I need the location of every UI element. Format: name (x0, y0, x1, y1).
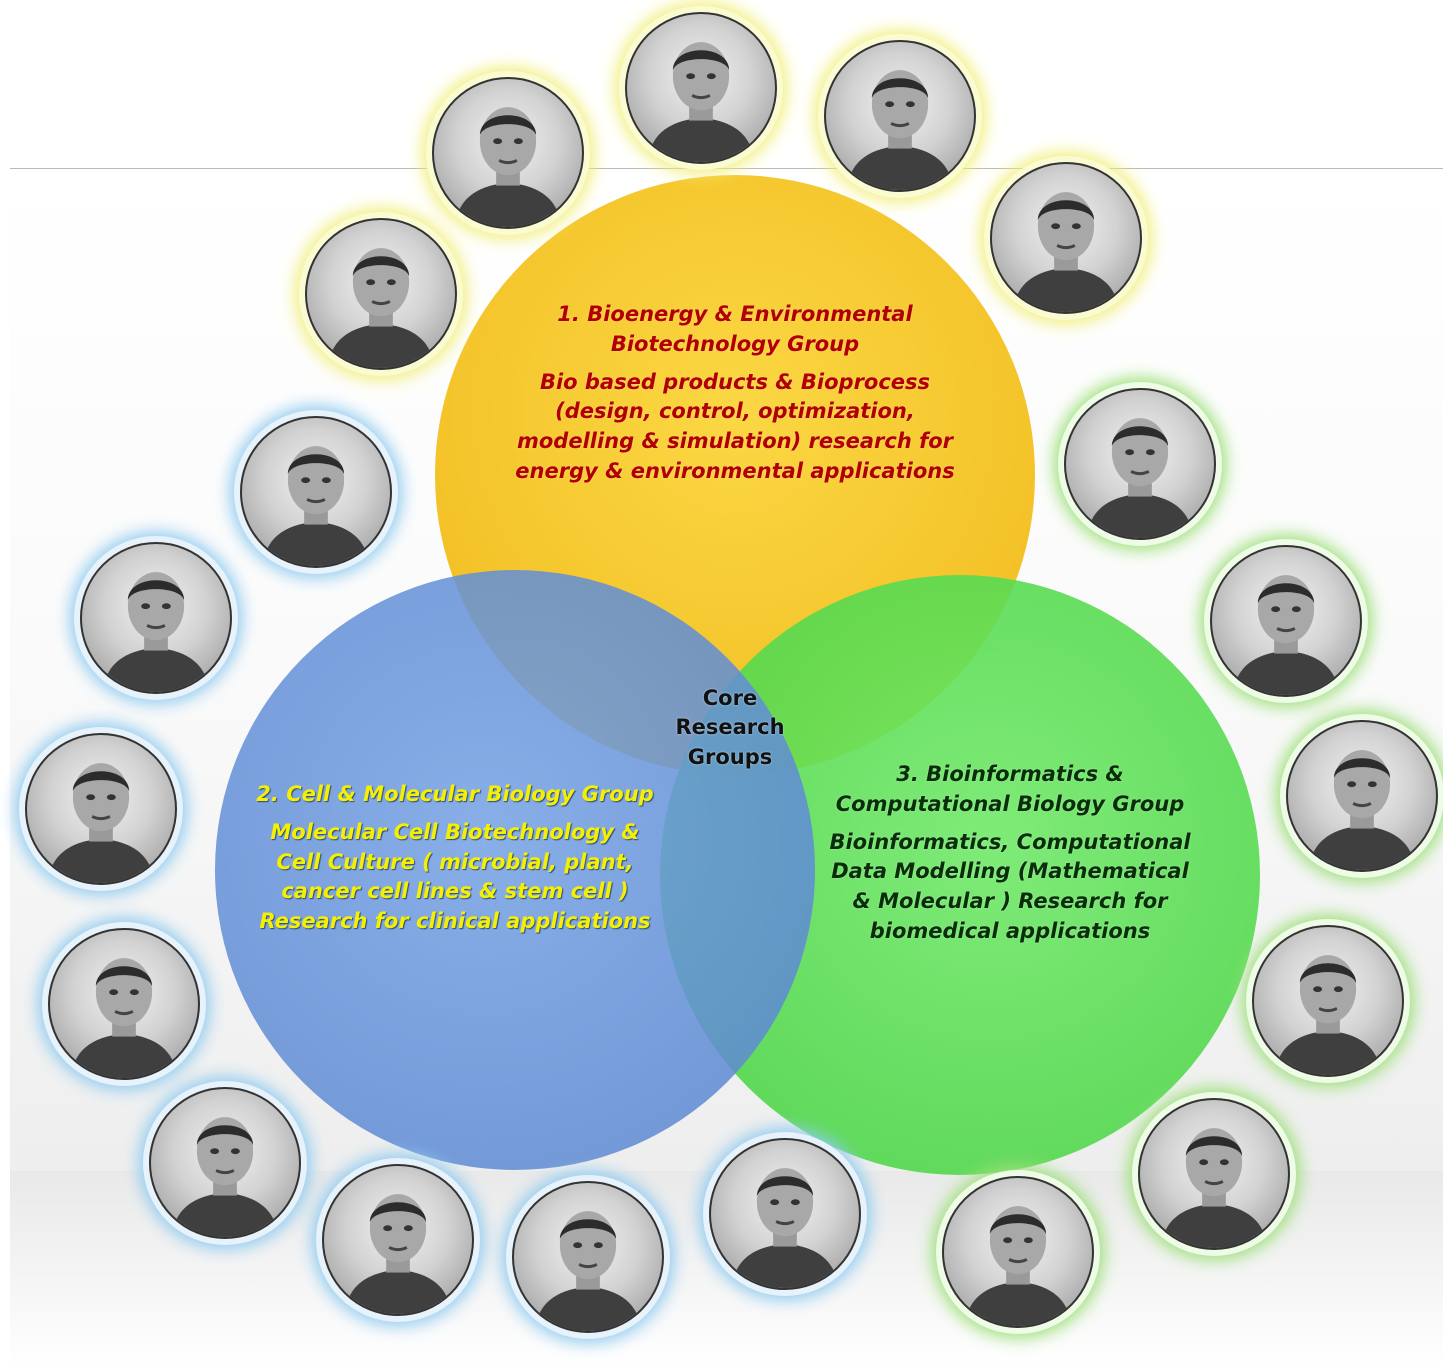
group-2-member-portrait-1 (240, 416, 392, 568)
core-line-3: Groups (687, 744, 773, 769)
group-2-member-portrait-3 (25, 733, 177, 885)
person-photo-icon (731, 1168, 839, 1288)
group-1-member-portrait-5 (305, 218, 457, 370)
group-2-description: Molecular Cell Biotechnology & Cell Cult… (259, 819, 651, 934)
person-photo-icon (47, 763, 155, 883)
person-photo-icon (1232, 575, 1340, 695)
circle-group-2 (215, 570, 815, 1170)
person-photo-icon (171, 1117, 279, 1237)
group-1-title: 1. Bioenergy & Environmental Biotechnolo… (557, 302, 913, 356)
group-3-member-portrait-1 (1064, 388, 1216, 540)
group-2-member-portrait-5 (149, 1087, 301, 1239)
group-2-member-portrait-6 (322, 1164, 474, 1316)
circle-group-3 (660, 575, 1260, 1175)
group-1-description: Bio based products & Bioprocess (design,… (515, 369, 955, 484)
group-2-member-portrait-2 (80, 542, 232, 694)
core-research-groups-label: Core Research Groups (660, 684, 800, 772)
group-3-description: Bioinformatics, Computational Data Model… (829, 829, 1191, 944)
group-1-member-portrait-1 (625, 12, 777, 164)
person-photo-icon (1160, 1128, 1268, 1248)
group-3-member-portrait-2 (1210, 545, 1362, 697)
person-photo-icon (534, 1211, 642, 1331)
person-photo-icon (70, 958, 178, 1078)
person-photo-icon (327, 248, 435, 368)
group-3-title: 3. Bioinformatics & Computational Biolog… (835, 762, 1185, 816)
group-3-member-portrait-4 (1252, 925, 1404, 1077)
person-photo-icon (1308, 750, 1416, 870)
group-3-label: 3. Bioinformatics & Computational Biolog… (820, 760, 1200, 947)
person-photo-icon (454, 107, 562, 227)
group-1-member-portrait-2 (824, 40, 976, 192)
person-photo-icon (647, 42, 755, 162)
person-photo-icon (1012, 192, 1120, 312)
person-photo-icon (846, 70, 954, 190)
core-line-1: Core (702, 686, 758, 710)
person-photo-icon (1274, 955, 1382, 1075)
group-2-member-portrait-8 (709, 1138, 861, 1290)
core-line-2: Research (675, 715, 785, 740)
person-photo-icon (262, 446, 370, 566)
group-2-label: 2. Cell & Molecular Biology Group Molecu… (255, 780, 655, 937)
person-photo-icon (964, 1206, 1072, 1326)
group-2-member-portrait-7 (512, 1181, 664, 1333)
group-2-member-portrait-4 (48, 928, 200, 1080)
group-1-member-portrait-4 (990, 162, 1142, 314)
person-photo-icon (344, 1194, 452, 1314)
person-photo-icon (102, 572, 210, 692)
group-3-member-portrait-5 (1138, 1098, 1290, 1250)
group-1-label: 1. Bioenergy & Environmental Biotechnolo… (505, 300, 965, 487)
group-3-member-portrait-3 (1286, 720, 1438, 872)
group-1-member-portrait-3 (432, 77, 584, 229)
person-photo-icon (1086, 418, 1194, 538)
group-2-title: 2. Cell & Molecular Biology Group (256, 782, 654, 806)
group-3-member-portrait-6 (942, 1176, 1094, 1328)
